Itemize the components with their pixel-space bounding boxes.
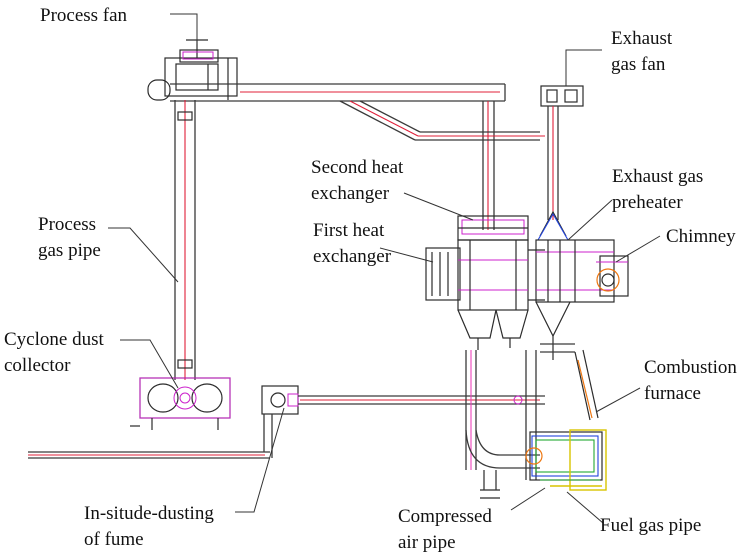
- first-heat-exchanger: [425, 239, 545, 350]
- compressed-air-label-line1: Compressed: [398, 506, 492, 527]
- process-fan: [147, 39, 238, 101]
- in-situ-dusting-unit: [261, 385, 545, 458]
- first-hx-label-line1: First heat: [313, 220, 385, 241]
- preheater-label-line1: Exhaust gas: [612, 166, 703, 187]
- combustion-furnace: [525, 349, 607, 491]
- second-hx-label-line1: Second heat: [311, 157, 404, 178]
- second-heat-exchanger: [457, 215, 529, 241]
- cyclone-label-line2: collector: [4, 355, 71, 376]
- process-gas-header-pipe: [170, 83, 545, 230]
- cyclone-label-line1: Cyclone dust: [4, 329, 104, 350]
- chimney-label: Chimney: [666, 226, 736, 247]
- insitu-label-line1: In-situde-dusting: [84, 503, 214, 524]
- process-gas-pipe: [174, 100, 196, 380]
- exhaust-fan-label-line2: gas fan: [611, 54, 666, 75]
- exhaust-fan-label-line1: Exhaust: [611, 28, 673, 49]
- preheater-label-line2: preheater: [612, 192, 683, 213]
- exhaust-gas-fan: [540, 85, 584, 220]
- process-gas-pipe-label-line1: Process: [38, 214, 96, 235]
- process-gas-pipe-label-line2: gas pipe: [38, 240, 101, 261]
- second-hx-label-line2: exchanger: [311, 183, 390, 204]
- chimney: [596, 255, 629, 297]
- combustion-label-line1: Combustion: [644, 357, 737, 378]
- fuel-gas-pipe-label: Fuel gas pipe: [600, 515, 701, 536]
- cyclone-dust-collector: [28, 377, 270, 459]
- connecting-pipes: [465, 343, 575, 499]
- leader-lines: [108, 13, 661, 524]
- combustion-label-line2: furnace: [644, 383, 701, 404]
- compressed-air-label-line2: air pipe: [398, 532, 456, 553]
- process-fan-label: Process fan: [40, 5, 128, 26]
- first-hx-label-line2: exchanger: [313, 246, 392, 267]
- insitu-label-line2: of fume: [84, 529, 144, 550]
